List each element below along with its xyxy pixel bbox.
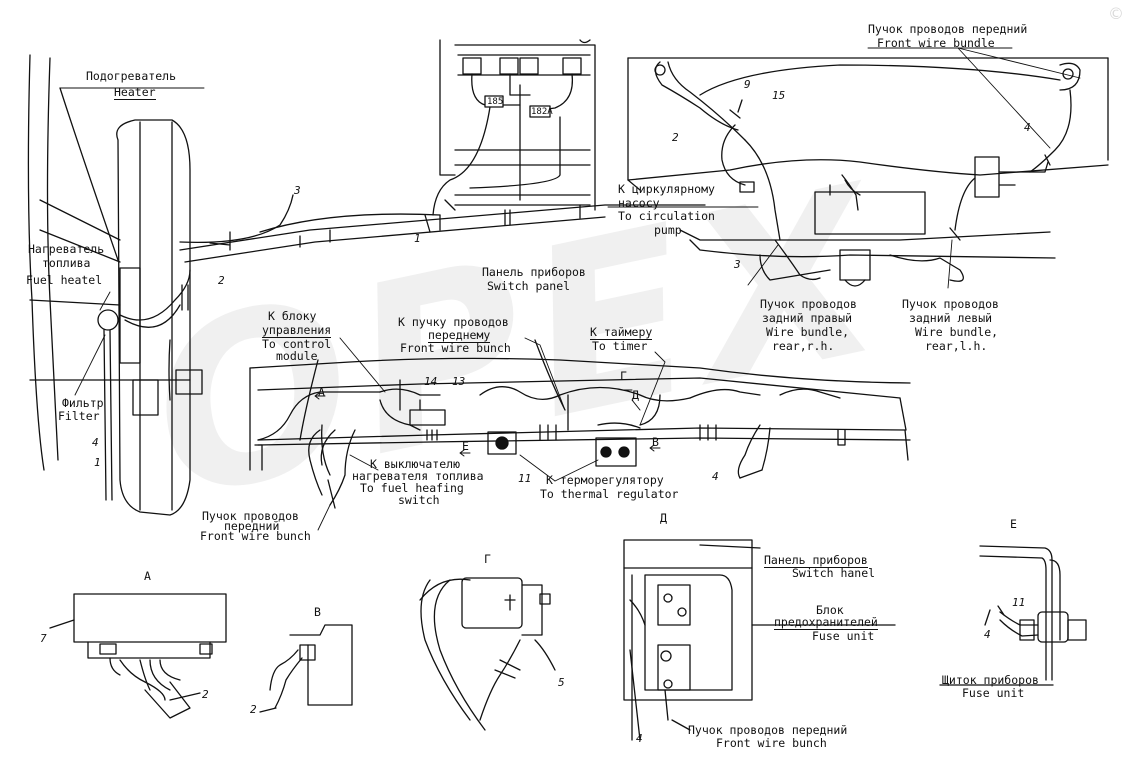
label-to-switch-ru-1: К выключателю: [370, 457, 461, 471]
label-to-pump-ru-1: К циркулярному: [618, 182, 715, 196]
label-to-thermo-ru: К терморегулятору: [546, 473, 664, 487]
detail-D: [623, 539, 896, 741]
leader-lines: [59, 47, 1081, 531]
view-letter-b: В: [314, 605, 321, 619]
label-rear-left-ru-1: Пучок проводов: [902, 297, 999, 311]
label-to-thermo-en: To thermal regulator: [540, 487, 679, 501]
callout-3-top: 3: [294, 184, 301, 197]
label-to-pump-en-1: To circulation: [618, 209, 715, 223]
label-to-pump-en-2: pump: [654, 223, 682, 237]
label-to-control-en-2: module: [276, 349, 318, 363]
arrow-letter-d: Д: [632, 388, 639, 402]
detail-E: [939, 545, 1087, 686]
label-filter-ru: Фильтр: [62, 396, 104, 410]
engine-compartment: [627, 57, 1109, 287]
callout-4-detail-d: 4: [636, 732, 643, 745]
label-front-bunch-bottom-ru-2: передний: [224, 519, 280, 533]
detail-B: [259, 624, 353, 713]
label-heater-ru: Подогреватель: [86, 69, 177, 83]
label-to-control-en-1: To control: [262, 337, 332, 351]
label-panel-shield-ru: Щиток приборов: [942, 673, 1039, 687]
label-to-timer-en: To timer: [592, 339, 648, 353]
top-rail: [179, 194, 706, 263]
label-to-switch-en-1: To fuel heafing: [360, 481, 464, 495]
callout-4-engine: 4: [1024, 121, 1031, 134]
arrow-letter-g: Г: [620, 369, 627, 383]
label-front-bunch-bottom-ru-1: Пучок проводов: [202, 509, 299, 523]
callout-4-left: 4: [92, 436, 99, 449]
detail-G: [419, 577, 556, 731]
callout-1-top: 1: [414, 232, 421, 245]
callout-2-detail-a: 2: [202, 688, 209, 701]
top-cab-frame: [432, 39, 596, 216]
view-arrows: [314, 389, 661, 457]
label-to-front-bunch-ru-1: К пучку проводов: [398, 315, 509, 329]
view-letter-d: Д: [660, 511, 667, 525]
label-to-front-bunch-en: Front wire bunch: [400, 341, 511, 355]
callout-7: 7: [40, 632, 47, 645]
label-to-switch-ru-2: нагревателя топлива: [352, 469, 484, 483]
label-to-switch-en-2: switch: [398, 493, 440, 507]
main-frame: [249, 339, 911, 509]
label-front-bunch-d-en: Front wire bunch: [716, 736, 827, 750]
label-fuse-unit-en: Fuse unit: [812, 629, 875, 643]
callout-4-detail-e: 4: [984, 628, 991, 641]
callout-3-engine: 3: [734, 258, 741, 271]
label-switch-hanel-ru: Панель приборов: [764, 553, 868, 568]
detail-A: [49, 593, 227, 719]
label-fuel-heater-ru-2: топлива: [42, 256, 91, 270]
connector-tag-182a: 182A: [531, 107, 553, 117]
label-heater-en: Heater: [114, 85, 156, 100]
label-front-bundle-top-en: Front wire bundle: [877, 36, 995, 50]
label-fuse-unit-ru-2: предохранителей: [774, 615, 878, 630]
label-rear-right-en-1: Wire bundle,: [766, 325, 850, 339]
label-to-pump-ru-2: насосу: [618, 196, 660, 210]
callout-2-engine: 2: [672, 131, 679, 144]
label-rear-left-en-1: Wire bundle,: [915, 325, 999, 339]
label-switch-panel-ru: Панель приборов: [482, 265, 586, 279]
label-rear-right-en-2: rear,r.h.: [772, 339, 835, 353]
callout-2-detail-b: 2: [250, 703, 257, 716]
label-to-timer-ru: К таймеру: [590, 325, 653, 340]
callout-4-main: 4: [712, 470, 719, 483]
label-fuel-heater-en: Fuel heatel: [26, 273, 103, 287]
view-letter-a: А: [144, 569, 151, 583]
callout-9: 9: [744, 78, 751, 91]
label-switch-panel-en: Switch panel: [487, 279, 571, 293]
label-front-bunch-bottom-en: Front wire bunch: [200, 529, 311, 543]
label-panel-shield-en: Fuse unit: [962, 686, 1025, 700]
callout-15: 15: [772, 89, 786, 102]
label-front-bundle-top-ru: Пучок проводов передний: [868, 22, 1028, 36]
callout-1-left: 1: [94, 456, 101, 469]
label-rear-left-ru-2: задний левый: [909, 311, 993, 325]
callout-14: 14: [424, 375, 438, 388]
label-front-bunch-d-ru: Пучок проводов передний: [688, 723, 848, 737]
label-to-front-bunch-ru-2: переднему: [428, 328, 491, 343]
arrow-letter-a: А: [318, 385, 325, 399]
label-switch-hanel-en: Switch hanel: [792, 566, 876, 580]
callout-11-main: 11: [518, 472, 532, 485]
label-to-control-ru-2: управления: [262, 323, 332, 338]
arrow-letter-e: Е: [462, 439, 469, 453]
callout-11-detail-e: 11: [1012, 596, 1026, 609]
view-letter-e: Е: [1010, 517, 1017, 531]
label-to-control-ru-1: К блоку: [268, 309, 317, 323]
label-rear-right-ru-2: задний правый: [762, 311, 853, 325]
label-fuse-unit-ru-1: Блок: [816, 603, 844, 617]
callout-2-left: 2: [218, 274, 225, 287]
heater-assembly: [27, 54, 203, 516]
copyright-mark: ©: [1108, 4, 1124, 23]
label-rear-right-ru-1: Пучок проводов: [760, 297, 857, 311]
callout-13: 13: [452, 375, 466, 388]
callout-5: 5: [558, 676, 565, 689]
arrow-letter-b: В: [652, 435, 659, 449]
label-rear-left-en-2: rear,l.h.: [925, 339, 988, 353]
label-filter-en: Filter: [58, 409, 100, 423]
connector-tag-185: 185: [487, 97, 504, 107]
label-fuel-heater-ru-1: Нагреватель: [28, 242, 105, 256]
view-letter-g: Г: [484, 552, 491, 566]
